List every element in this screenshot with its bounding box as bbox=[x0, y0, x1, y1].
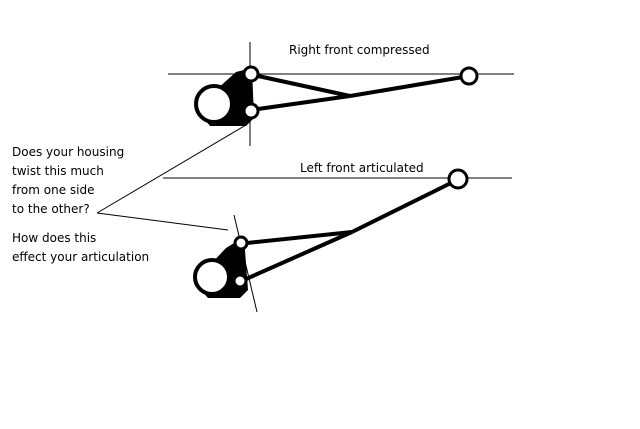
question-line: to the other? bbox=[12, 202, 90, 216]
bottom-upper-link bbox=[246, 230, 353, 245]
housing-twist-question: Does your housing twist this much from o… bbox=[12, 143, 124, 219]
top-assembly-label: Right front compressed bbox=[289, 43, 430, 57]
top-axle-tube bbox=[194, 84, 234, 124]
top-lower-pivot bbox=[242, 102, 260, 120]
bottom-upper-pivot bbox=[233, 235, 249, 251]
question-line: How does this bbox=[12, 231, 97, 245]
callout-to-top-assembly bbox=[96, 124, 247, 214]
top-lower-link bbox=[257, 94, 351, 111]
bottom-axle-tube bbox=[193, 258, 231, 296]
bottom-assembly-label: Left front articulated bbox=[300, 161, 424, 175]
bottom-main-link bbox=[351, 181, 452, 234]
top-frame-pivot bbox=[459, 66, 479, 86]
articulation-question: How does this effect your articulation bbox=[12, 229, 149, 267]
callout-to-bottom-assembly bbox=[96, 212, 229, 231]
question-line: effect your articulation bbox=[12, 250, 150, 264]
bottom-frame-pivot bbox=[447, 168, 469, 190]
top-upper-link bbox=[257, 74, 351, 98]
bottom-lower-link bbox=[245, 230, 353, 281]
bottom-lower-pivot bbox=[232, 273, 248, 289]
question-line: from one side bbox=[12, 183, 95, 197]
top-main-link bbox=[349, 75, 464, 98]
question-line: twist this much bbox=[12, 164, 104, 178]
top-upper-pivot bbox=[242, 65, 260, 83]
question-line: Does your housing bbox=[12, 145, 125, 159]
